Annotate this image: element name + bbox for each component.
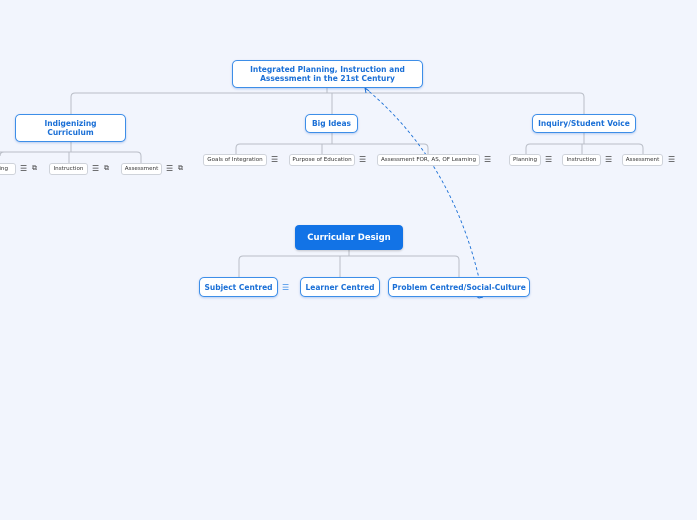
external-link-icon[interactable]: ⧉: [178, 164, 183, 172]
notes-icon[interactable]: ☰: [359, 155, 367, 164]
root-node[interactable]: Integrated Planning, Instruction and Ass…: [232, 60, 423, 88]
relationship-dashed-arrow: [364, 87, 484, 298]
branch-indigenizing-curriculum[interactable]: Indigenizing Curriculum: [15, 114, 126, 142]
leaf-assessment-for-as-of-learning[interactable]: Assessment FOR, AS, OF Learning: [377, 154, 480, 166]
leaf-instruction[interactable]: Instruction: [562, 154, 601, 166]
leaf-instruction[interactable]: Instruction: [49, 163, 88, 175]
branch-big-ideas[interactable]: Big Ideas: [305, 114, 358, 133]
notes-icon[interactable]: ☰: [20, 164, 28, 173]
node-subject-centred[interactable]: Subject Centred: [199, 277, 278, 297]
leaf-assessment[interactable]: Assessment: [121, 163, 162, 175]
node-learner-centred[interactable]: Learner Centred: [300, 277, 380, 297]
notes-icon[interactable]: ☰: [668, 155, 676, 164]
notes-icon[interactable]: ☰: [484, 155, 492, 164]
notes-icon[interactable]: ☰: [545, 155, 553, 164]
leaf-goals-of-integration[interactable]: Goals of Integration: [203, 154, 267, 166]
branch-inquiry-student-voice[interactable]: Inquiry/Student Voice: [532, 114, 636, 133]
leaf-purpose-of-education[interactable]: Purpose of Education: [289, 154, 355, 166]
notes-icon[interactable]: ☰: [166, 164, 174, 173]
notes-icon[interactable]: ☰: [92, 164, 100, 173]
leaf-planning[interactable]: Planning: [0, 163, 16, 175]
notes-icon[interactable]: ☰: [271, 155, 279, 164]
notes-icon[interactable]: ☰: [605, 155, 613, 164]
external-link-icon[interactable]: ⧉: [104, 164, 109, 172]
leaf-planning[interactable]: Planning: [509, 154, 541, 166]
external-link-icon[interactable]: ⧉: [32, 164, 37, 172]
leaf-assessment[interactable]: Assessment: [622, 154, 663, 166]
node-problem-centred-social-culture[interactable]: Problem Centred/Social-Culture: [388, 277, 530, 297]
central-node-curricular-design[interactable]: Curricular Design: [295, 225, 403, 250]
notes-icon[interactable]: ☰: [282, 283, 290, 292]
